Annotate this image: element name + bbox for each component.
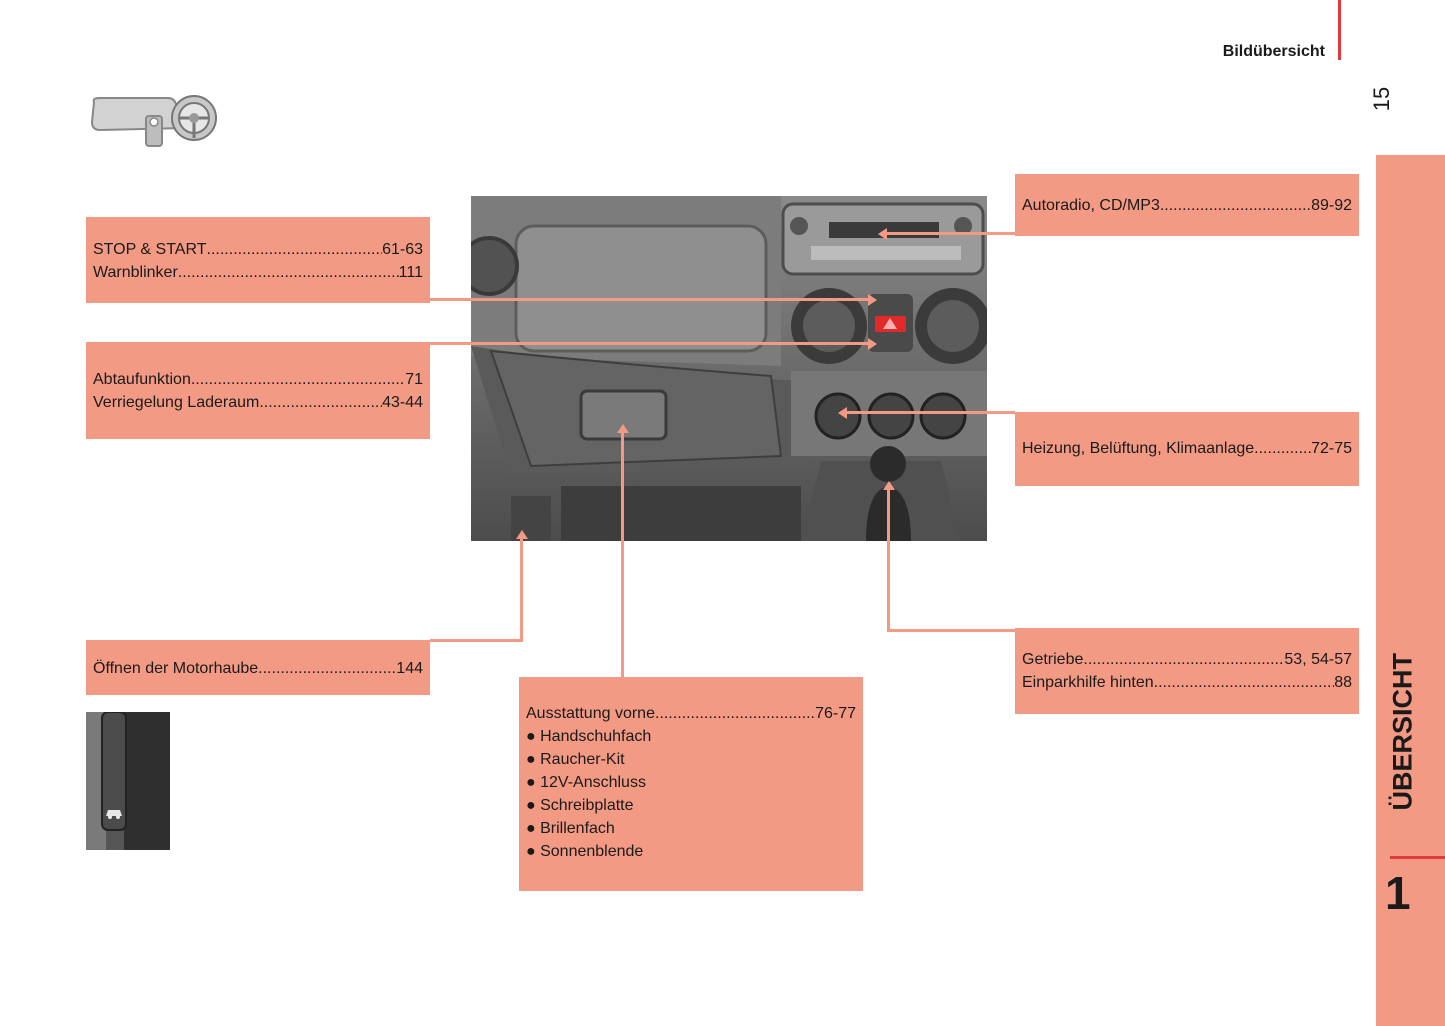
arrowhead — [516, 530, 528, 539]
list-item: Handschuhfach — [526, 725, 856, 748]
verriegelung-page: 43-44 — [382, 394, 423, 411]
section-title: Bildübersicht — [1222, 43, 1325, 60]
chapter-tab-rule — [1390, 856, 1445, 859]
connector-line — [430, 639, 523, 642]
arrowhead — [883, 481, 895, 490]
ausstattung-page: 76-77 — [815, 705, 856, 722]
stop-start-label: STOP & START — [93, 241, 207, 258]
connector-line — [887, 487, 890, 632]
callout-motorhaube: Öffnen der Motorhaube 144 — [86, 640, 430, 695]
header-accent-line — [1338, 0, 1341, 60]
autoradio-page: 89-92 — [1311, 197, 1352, 214]
einparkhilfe-page: 88 — [1334, 674, 1352, 691]
list-item: Sonnenblende — [526, 840, 856, 863]
callout-heizung: Heizung, Belüftung, Klimaanlage 72-75 — [1015, 412, 1359, 486]
connector-line — [845, 411, 1015, 414]
list-item: Brillenfach — [526, 817, 856, 840]
arrowhead — [838, 407, 847, 419]
verriegelung-label: Verriegelung Laderaum — [93, 394, 260, 411]
callout-stop-start: STOP & START 61-63 Warnblinker 111 — [86, 217, 430, 303]
warnblinker-page: 111 — [398, 264, 423, 281]
list-item: 12V-Anschluss — [526, 771, 856, 794]
arrowhead — [868, 338, 877, 350]
getriebe-page: 53, 54-57 — [1284, 651, 1352, 668]
callout-autoradio: Autoradio, CD/MP3 89-92 — [1015, 174, 1359, 236]
arrowhead — [878, 228, 887, 240]
ausstattung-label: Ausstattung vorne — [526, 705, 655, 722]
chapter-tab-title: ÜBERSICHT — [1388, 653, 1419, 811]
connector-line — [430, 298, 870, 301]
page-number: 15 — [1369, 86, 1395, 112]
motorhaube-page: 144 — [396, 660, 423, 677]
stop-start-page: 61-63 — [382, 241, 423, 258]
dashboard-photo — [471, 196, 987, 541]
arrowhead — [868, 294, 877, 306]
list-item: Raucher-Kit — [526, 748, 856, 771]
dashboard-steering-wheel-icon — [90, 95, 217, 147]
chapter-tab — [1376, 155, 1445, 1026]
callout-ausstattung: Ausstattung vorne 76-77 Handschuhfach Rau… — [519, 677, 863, 891]
connector-line — [430, 342, 870, 345]
connector-line — [621, 430, 624, 678]
heizung-page: 72-75 — [1311, 440, 1352, 457]
list-item: Schreibplatte — [526, 794, 856, 817]
connector-line — [887, 629, 1015, 632]
einparkhilfe-label: Einparkhilfe hinten — [1022, 674, 1154, 691]
warnblinker-label: Warnblinker — [93, 264, 178, 281]
hood-release-photo — [86, 712, 170, 850]
callout-getriebe: Getriebe 53, 54-57 Einparkhilfe hinten 88 — [1015, 628, 1359, 714]
motorhaube-label: Öffnen der Motorhaube — [93, 660, 259, 677]
abtaufunktion-label: Abtaufunktion — [93, 371, 191, 388]
callout-abtaufunktion: Abtaufunktion 71 Verriegelung Laderaum 43-… — [86, 342, 430, 439]
getriebe-label: Getriebe — [1022, 651, 1084, 668]
autoradio-label: Autoradio, CD/MP3 — [1022, 197, 1160, 214]
connector-line — [520, 536, 523, 642]
abtaufunktion-page: 71 — [405, 371, 423, 388]
heizung-label: Heizung, Belüftung, Klimaanlage — [1022, 440, 1255, 457]
chapter-number: 1 — [1385, 867, 1411, 919]
connector-line — [885, 232, 1015, 235]
arrowhead — [617, 424, 629, 433]
